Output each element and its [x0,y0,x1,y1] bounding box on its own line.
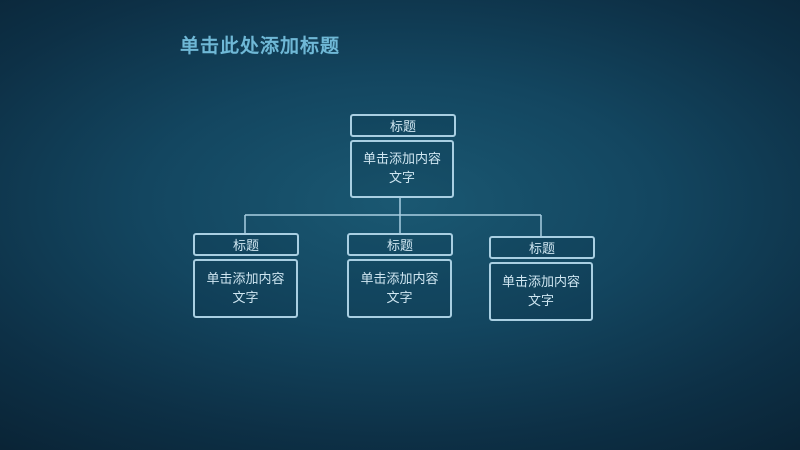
node-label[interactable]: 标题 [193,233,299,256]
node-body[interactable]: 单击添加内容文字 [350,140,454,198]
slide-title[interactable]: 单击此处添加标题 [180,35,341,57]
node-body[interactable]: 单击添加内容文字 [489,262,593,321]
node-body[interactable]: 单击添加内容文字 [193,259,298,318]
node-label[interactable]: 标题 [489,236,595,259]
node-label[interactable]: 标题 [350,114,456,137]
node-label[interactable]: 标题 [347,233,453,256]
node-body[interactable]: 单击添加内容文字 [347,259,452,318]
